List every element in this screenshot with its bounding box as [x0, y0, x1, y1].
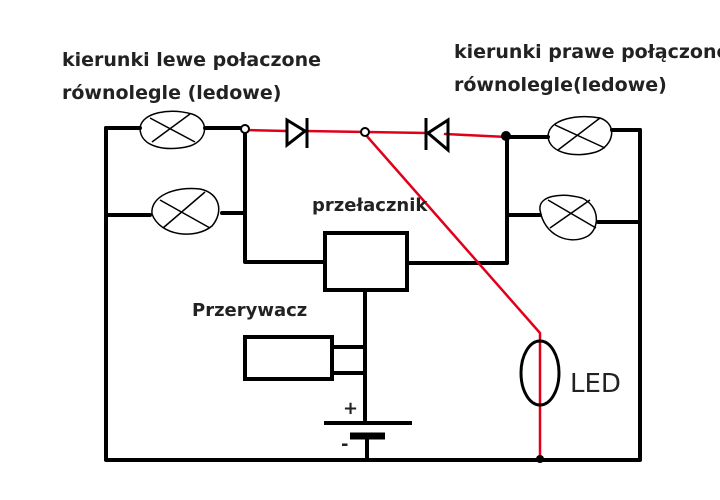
lamp-right-top — [547, 115, 613, 156]
junctions — [240, 124, 544, 463]
battery-minus-label: - — [341, 434, 348, 455]
left-lamps-label-line1: kierunki lewe połaczone — [62, 49, 321, 71]
led-symbol — [519, 339, 561, 407]
left-lamps-label-line2: równolegle (ledowe) — [62, 82, 281, 104]
red-wiring — [243, 128, 542, 462]
led-label: LED — [570, 369, 621, 399]
right-lamps-label-line1: kierunki prawe połączone — [454, 41, 720, 63]
diode-left — [285, 117, 309, 149]
right-lamps-label-line2: równolegle(ledowe) — [454, 74, 667, 96]
diode-right — [424, 117, 450, 154]
lamp-left-top — [139, 110, 206, 150]
black-wiring — [104, 126, 642, 462]
battery-plus-label: + — [343, 398, 358, 419]
flasher-box — [243, 335, 334, 381]
switch-label: przełacznik — [312, 195, 428, 216]
battery-symbol — [324, 421, 412, 440]
lamp-right-bottom — [539, 194, 597, 241]
switch-box — [323, 231, 409, 292]
lamp-left-bottom — [151, 187, 220, 235]
flasher-label: Przerywacz — [192, 300, 307, 321]
